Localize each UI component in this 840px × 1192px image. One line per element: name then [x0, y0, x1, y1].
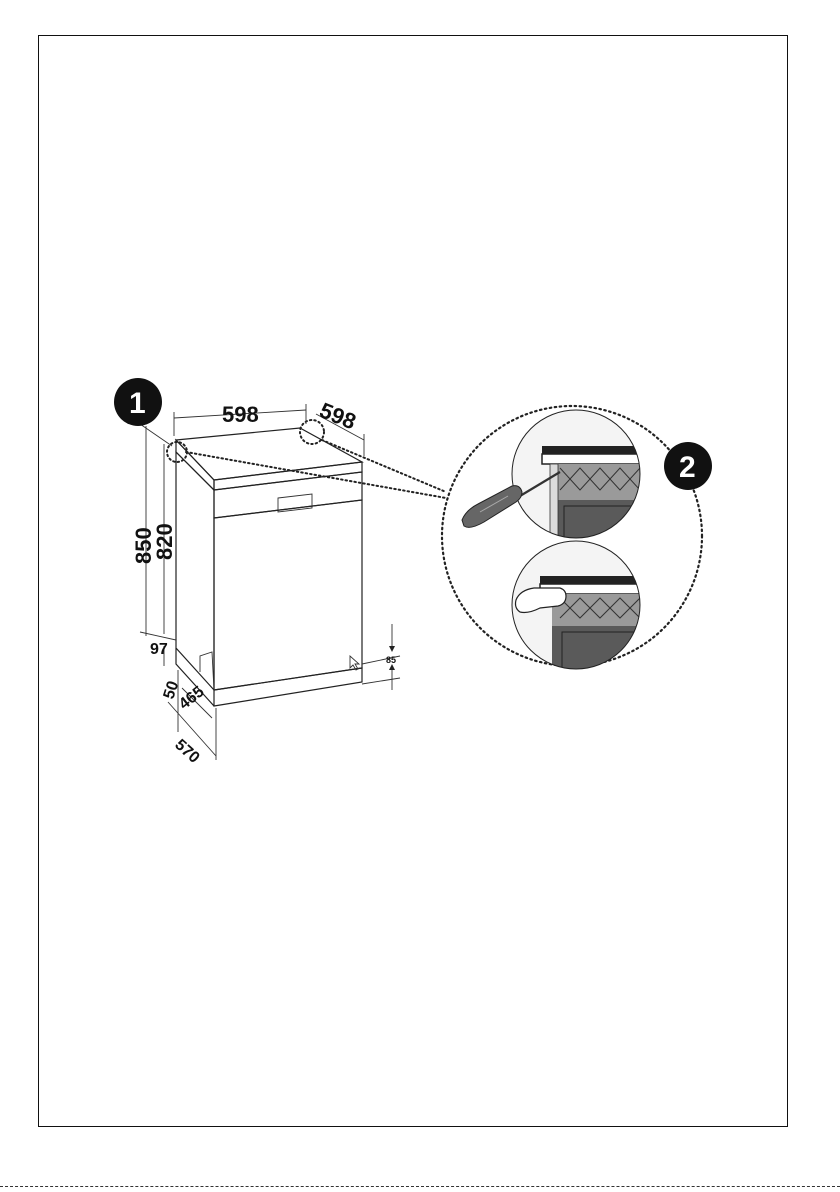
dimension-lines [140, 404, 400, 760]
step-marker-1-number: 1 [129, 387, 146, 420]
worktop-top-surface [176, 428, 362, 480]
callout-line-upper [322, 440, 446, 492]
side-panel [176, 452, 214, 690]
label-width-top: 598 [222, 402, 259, 427]
label-depth-top: 598 [316, 397, 359, 434]
worktop-front-edge [214, 462, 362, 490]
kick-ext-bottom [362, 678, 400, 684]
step-marker-2-number: 2 [679, 451, 696, 484]
dishwasher-drawing [167, 420, 446, 706]
door-panel [214, 500, 362, 690]
label-depth-total: 570 [171, 736, 202, 767]
step-marker-2: 2 [664, 442, 712, 490]
detail-magnifier [442, 406, 702, 680]
label-kick-height: 85 [386, 655, 396, 665]
foot-recess [200, 652, 214, 690]
label-height-body: 820 [152, 523, 177, 560]
label-plinth-height: 97 [150, 641, 168, 658]
worktop-left-edge [176, 440, 214, 490]
height-total-ext-top [140, 424, 172, 446]
height-ext-bottom [140, 632, 176, 640]
detail-circle-back [300, 420, 324, 444]
kick-plate [214, 668, 362, 706]
kick-arrow-down [389, 646, 395, 652]
door-cursor-icon [350, 656, 359, 670]
step-marker-1: 1 [114, 378, 162, 426]
